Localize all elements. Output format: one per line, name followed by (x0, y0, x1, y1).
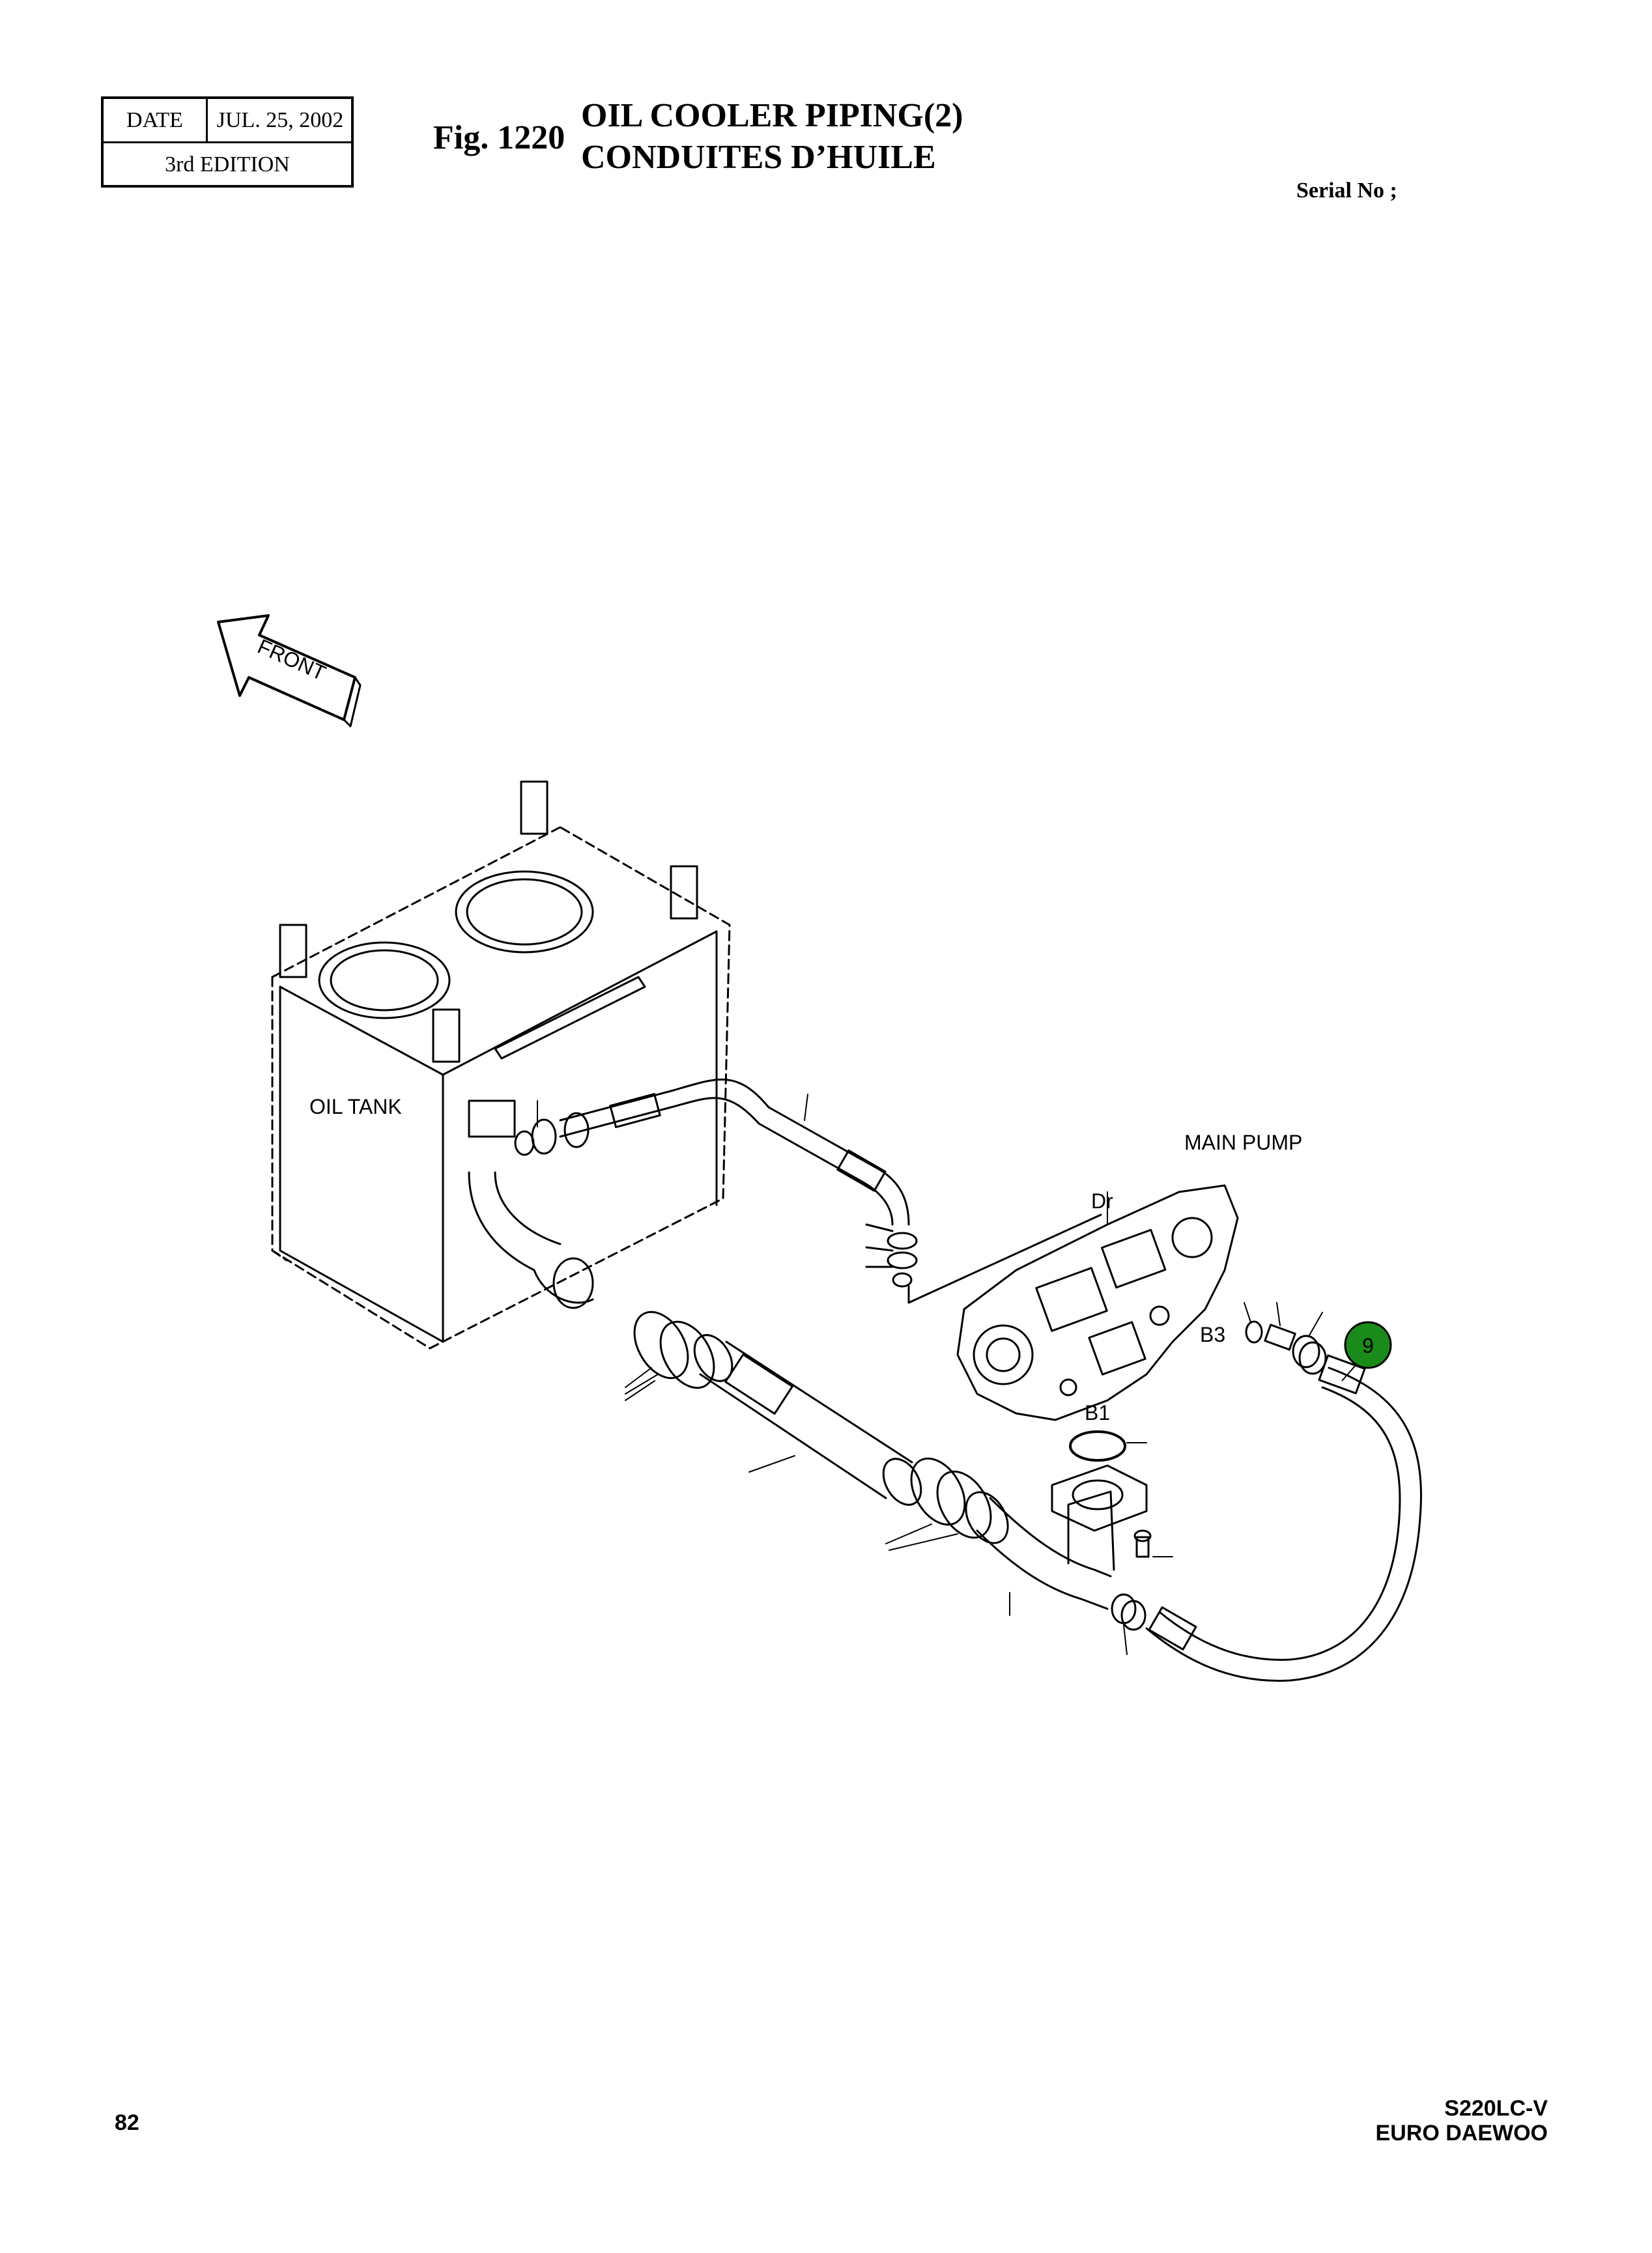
brand-name: EURO DAEWOO (1375, 2121, 1548, 2146)
date-value: JUL. 25, 2002 (216, 108, 344, 132)
main-pump (956, 1184, 1239, 1421)
front-label: FRONT (254, 634, 329, 685)
model-name: S220LC-V (1444, 2096, 1548, 2121)
figure-title-english: OIL COOLER PIPING(2) (581, 97, 963, 134)
figure-title-french: CONDUITES D’HUILE (581, 139, 936, 176)
date-edition-box: DATE JUL. 25, 2002 3rd EDITION (101, 96, 354, 188)
callout-item-9[interactable]: 9 (1341, 1321, 1392, 1382)
main-pump-label: MAIN PUMP (1184, 1131, 1302, 1154)
date-label: DATE (104, 99, 208, 141)
drain-hose (1111, 1354, 1422, 1682)
oil-tank-label: OIL TANK (309, 1095, 402, 1118)
front-arrow: FRONT (217, 614, 362, 728)
callout-number: 9 (1362, 1334, 1374, 1357)
edition-label: 3rd EDITION (165, 152, 290, 177)
b3-fittings (1244, 1302, 1327, 1375)
port-b3-label: B3 (1200, 1323, 1225, 1346)
suction-pipe (625, 1311, 1173, 1616)
serial-number-label: Serial No ; (1296, 178, 1397, 203)
upper-return-hose (514, 1079, 1102, 1304)
figure-number: Fig. 1220 (433, 119, 565, 156)
port-dr-label: Dr (1091, 1189, 1113, 1213)
page-number: 82 (115, 2110, 139, 2135)
port-b1-label: B1 (1085, 1401, 1110, 1424)
oil-tank (271, 780, 731, 1350)
date-row: DATE JUL. 25, 2002 (104, 99, 351, 143)
